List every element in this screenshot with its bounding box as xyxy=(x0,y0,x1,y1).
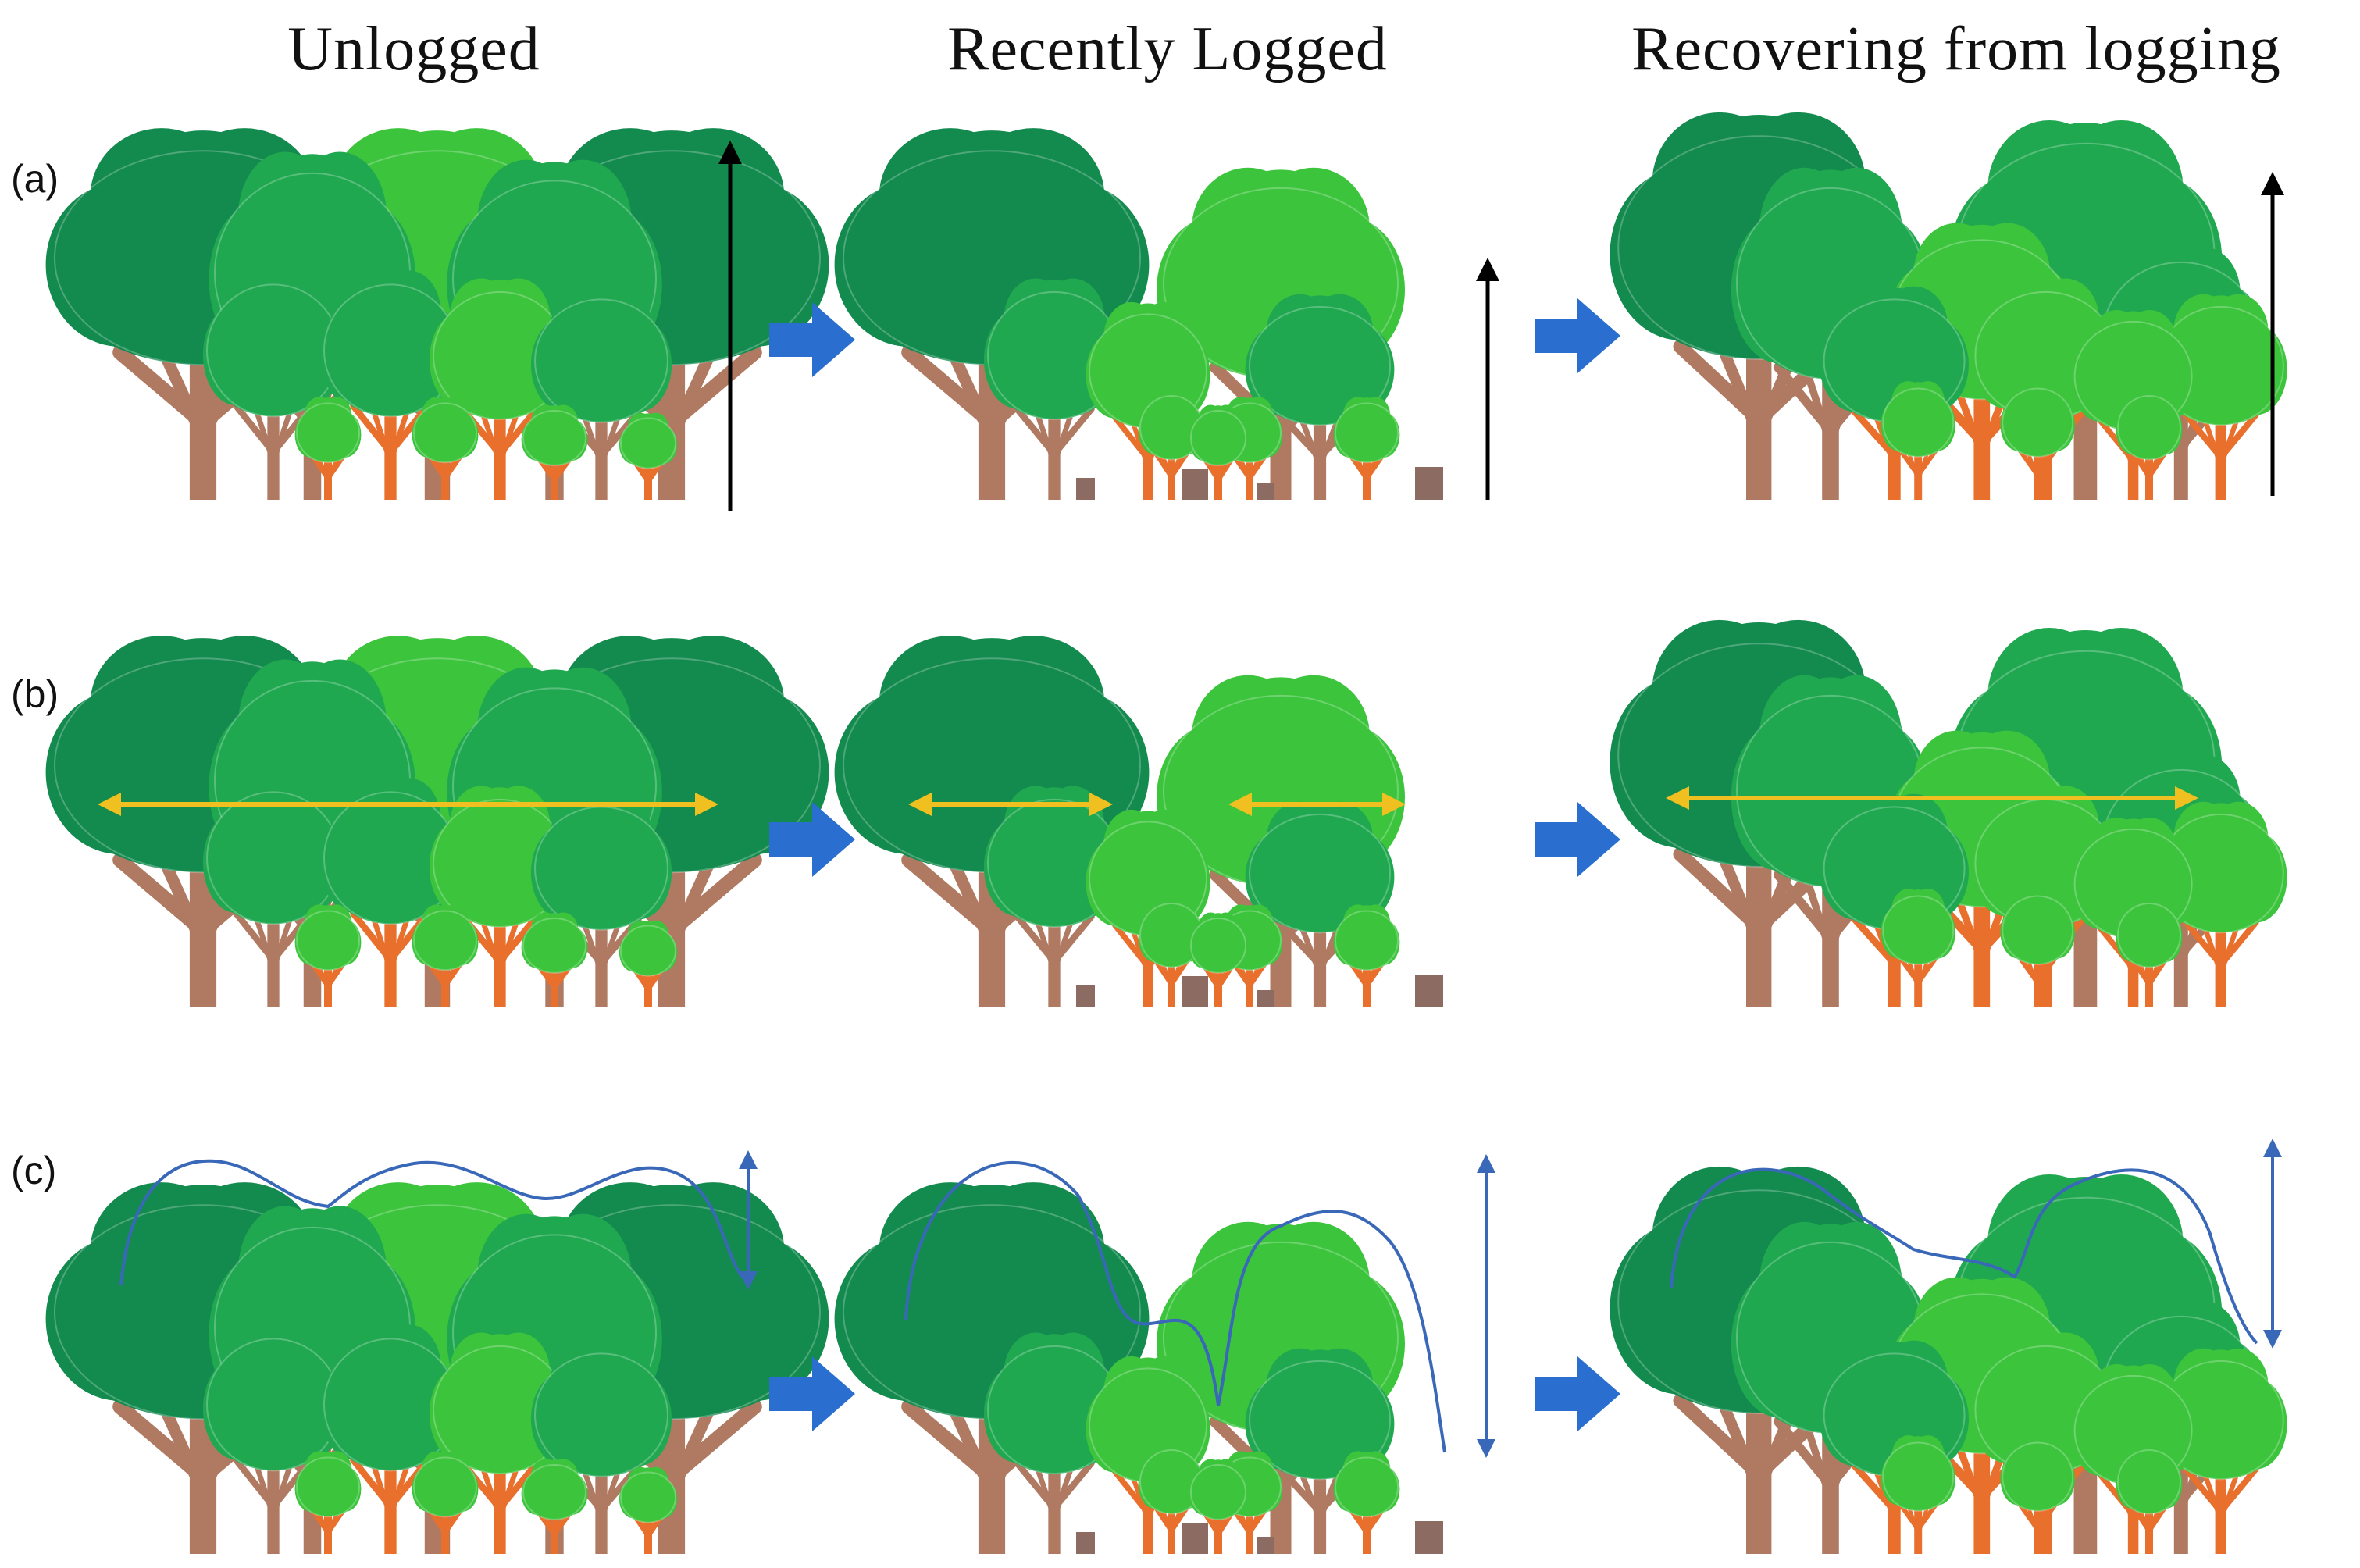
tree xyxy=(619,412,678,500)
tree xyxy=(2000,381,2075,500)
flow-arrow xyxy=(1535,298,1620,373)
tree-stump xyxy=(1257,1537,1274,1554)
tree xyxy=(619,1466,678,1554)
tree-stump xyxy=(1076,478,1095,500)
tree xyxy=(834,128,1150,500)
tree-stump xyxy=(1257,483,1274,500)
tree-stump xyxy=(1182,1523,1208,1554)
tree xyxy=(1189,404,1248,500)
column-title-unlogged: Unlogged xyxy=(287,15,540,84)
tree-stump xyxy=(1076,985,1095,1007)
tree xyxy=(530,1340,672,1554)
tree xyxy=(521,404,588,500)
tree xyxy=(294,904,362,1007)
tree-stump xyxy=(1415,975,1443,1007)
tree xyxy=(1189,1459,1248,1554)
tree xyxy=(1881,889,1955,1007)
tree xyxy=(521,912,588,1007)
canopy-outline xyxy=(1670,1167,2258,1345)
canopy-outline xyxy=(904,1161,1446,1453)
flow-arrow xyxy=(769,1356,855,1431)
row-label-b: (b) xyxy=(11,672,59,716)
tree xyxy=(619,920,678,1007)
flow-arrow xyxy=(1535,1356,1620,1431)
row-label-a: (a) xyxy=(11,157,59,201)
tree xyxy=(521,1459,588,1554)
tree xyxy=(1189,912,1248,1007)
tree xyxy=(1333,397,1400,500)
tree xyxy=(2116,1443,2183,1554)
tree-stump xyxy=(1076,1532,1095,1554)
tree xyxy=(429,1332,571,1554)
tree xyxy=(1881,1435,1955,1554)
tree xyxy=(1138,896,1205,1007)
flow-arrow xyxy=(1535,802,1620,877)
tree xyxy=(2116,389,2183,500)
tree xyxy=(2000,1435,2075,1554)
tree xyxy=(412,904,479,1007)
column-title-recently-logged: Recently Logged xyxy=(947,15,1388,84)
tree xyxy=(1333,1451,1400,1554)
tree xyxy=(2000,889,2075,1007)
flow-arrow xyxy=(769,302,855,377)
tree xyxy=(412,1451,479,1554)
tree-stump xyxy=(1182,469,1208,500)
tree xyxy=(1245,801,1395,1007)
flow-arrow xyxy=(769,802,855,877)
tree xyxy=(1138,389,1205,500)
tree xyxy=(1333,904,1400,1007)
tree xyxy=(1881,381,1955,500)
tree-stump xyxy=(1257,990,1274,1007)
row-label-c: (c) xyxy=(11,1149,57,1192)
tree xyxy=(294,397,362,500)
tree xyxy=(1138,1443,1205,1554)
canopy-outline xyxy=(119,1159,743,1285)
tree xyxy=(294,1451,362,1554)
tree-stump xyxy=(1415,1521,1443,1554)
column-title-recovering: Recovering from logging xyxy=(1631,15,2281,84)
tree xyxy=(2116,896,2183,1007)
tree xyxy=(412,397,479,500)
tree-stump xyxy=(1182,976,1208,1007)
tree-stump xyxy=(1415,467,1443,500)
tree xyxy=(1157,675,1405,1007)
